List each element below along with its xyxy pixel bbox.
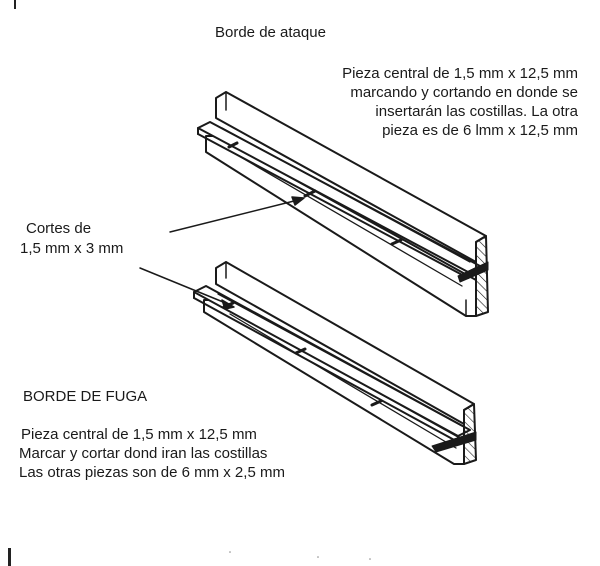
leading-edge-note: Pieza central de 1,5 mm x 12,5 mm marcan…: [342, 64, 578, 140]
note-line: Marcar y cortar dond iran las costillas: [19, 445, 268, 462]
trailing-edge-piece: [193, 261, 477, 465]
rib-slot: [227, 141, 239, 149]
cuts-label-line: 1,5 mm x 3 mm: [20, 240, 124, 257]
leading-edge-title: Borde de ataque: [215, 24, 326, 41]
note-line: Pieza central de 1,5 mm x 12,5 mm: [342, 65, 578, 82]
scan-mark-top-left: [14, 0, 16, 9]
rib-slot: [294, 347, 307, 355]
leading-edge-piece: [197, 91, 489, 317]
cuts-label: Cortes de 1,5 mm x 3 mm: [20, 219, 123, 259]
note-line: Pieza central de 1,5 mm x 12,5 mm: [21, 426, 257, 443]
rib-slot: [390, 238, 403, 246]
note-line: insertarán las costillas. La otra: [375, 103, 578, 120]
note-line: pieza es de 6 lmm x 12,5 mm: [382, 122, 578, 139]
trailing-edge-title: BORDE DE FUGA: [23, 388, 148, 405]
trailing-edge-center-strip: [193, 285, 471, 437]
note-line: Las otras piezas son de 6 mm x 2,5 mm: [19, 464, 285, 481]
trailing-edge-note: Pieza central de 1,5 mm x 12,5 mm Marcar…: [19, 425, 285, 482]
rib-slot: [370, 399, 383, 407]
note-line: marcando y cortando en donde se: [350, 84, 578, 101]
rib-slot: [303, 189, 317, 198]
cuts-leader-lines: [139, 196, 305, 310]
scan-mark-bottom-left: [8, 548, 11, 566]
leading-edge-end-section: [475, 235, 489, 317]
leading-edge-center-strip: [197, 121, 481, 273]
cuts-label-line: Cortes de: [26, 220, 92, 237]
